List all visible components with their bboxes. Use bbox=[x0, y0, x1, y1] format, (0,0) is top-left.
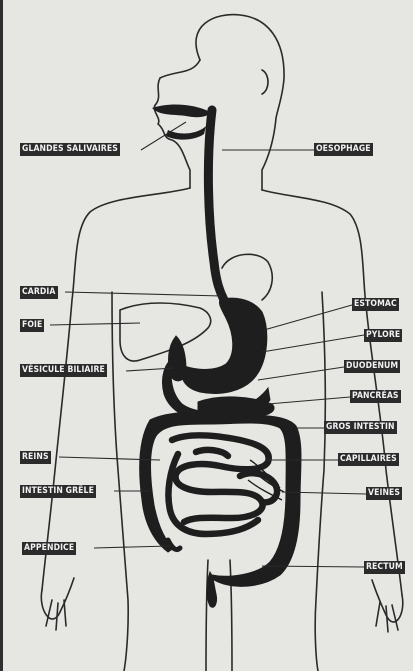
label-estomac: ESTOMAC bbox=[352, 298, 399, 311]
label-cardia: CARDIA bbox=[20, 286, 58, 299]
label-reins: REINS bbox=[20, 451, 51, 464]
label-gros-intestin: GROS INTESTIN bbox=[324, 421, 397, 434]
mouth-shape bbox=[152, 105, 210, 140]
label-duodenum: DUODENUM bbox=[344, 360, 400, 373]
label-rectum: RECTUM bbox=[364, 561, 405, 574]
label-glandes-salivaires: GLANDES SALIVAIRES bbox=[20, 143, 120, 156]
label-foie: FOIE bbox=[20, 319, 44, 332]
label-oesophage: OESOPHAGE bbox=[314, 143, 373, 156]
label-intestin-grele: INTESTIN GRÊLE bbox=[20, 485, 96, 498]
label-vesicule-biliaire: VÉSICULE BILIAIRE bbox=[20, 364, 107, 377]
label-veines: VEINES bbox=[366, 487, 402, 500]
label-appendice: APPENDICE bbox=[22, 542, 76, 555]
label-capillaires: CAPILLAIRES bbox=[338, 453, 399, 466]
body-outline bbox=[41, 15, 402, 671]
label-pylore: PYLORE bbox=[364, 329, 402, 342]
label-pancreas: PANCRÉAS bbox=[350, 390, 401, 403]
small-intestine bbox=[168, 435, 277, 534]
